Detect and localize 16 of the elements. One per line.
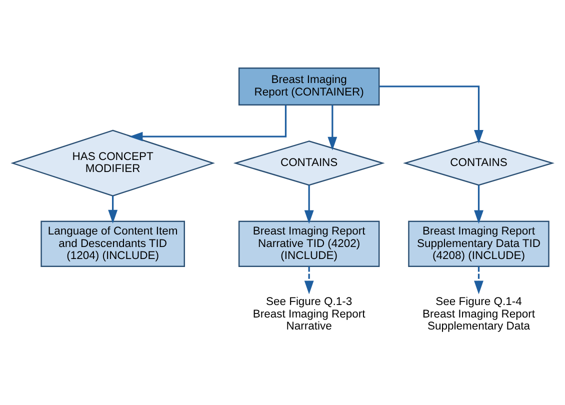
- node-box: Language of Content Item and Descendants TID (1204) (INCLUDE): [40, 220, 185, 267]
- node-box: Breast Imaging Report Narrative TID (4202) (INCLUDE): [238, 220, 380, 267]
- arrow: [474, 185, 484, 224]
- arrow: [129, 105, 287, 142]
- node-text: See Figure Q.1-4 Breast Imaging Report Supplementary Data: [422, 296, 535, 333]
- node-box: Breast Imaging Report Supplementary Data TID (4208) (INCLUDE): [408, 220, 550, 267]
- node-box: Breast Imaging Report (CONTAINER): [238, 67, 380, 106]
- arrow: [380, 86, 484, 144]
- node-text: See Figure Q.1-3 Breast Imaging Report Narrative: [252, 296, 366, 333]
- arrow: [328, 105, 338, 150]
- arrow: [304, 185, 314, 224]
- arrow: [474, 266, 484, 294]
- node-diamond: CONTAINS: [403, 140, 554, 186]
- arrow: [108, 196, 118, 224]
- arrow: [304, 266, 314, 294]
- node-diamond: CONTAINS: [233, 140, 385, 186]
